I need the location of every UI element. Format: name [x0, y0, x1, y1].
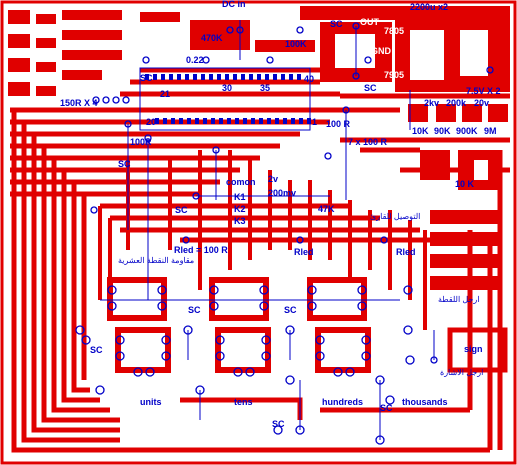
label-pin-35: 35 [260, 83, 271, 93]
label-arabic-sign: ارجل الاشارة [440, 368, 484, 377]
label-sc-1: SC [140, 73, 153, 83]
label-out: OUT [360, 17, 379, 27]
label-rled-main: Rled = 100 R [174, 245, 228, 255]
label-k3: K3 [234, 216, 246, 226]
label-comon: comon [226, 177, 256, 187]
label-10k-right: 10 K [455, 179, 475, 189]
label-arabic-dot: ارجل اللقطة [438, 295, 480, 304]
label-k2: K2 [234, 204, 246, 214]
label-7x100r: 7 x 100 R [348, 137, 388, 147]
label-20v: 20v [474, 98, 490, 108]
seven-seg-sign [447, 327, 508, 373]
label-90k: 90K [434, 126, 451, 136]
label-hundreds: hundreds [322, 397, 364, 407]
label-rled-2: Rled [294, 247, 314, 257]
label-100k: 100K [285, 39, 307, 49]
label-thousands: thousands [402, 397, 448, 407]
label-sc-8: SC [284, 305, 297, 315]
label-k1: K1 [234, 192, 246, 202]
label-470k: 470K [201, 33, 223, 43]
label-dc-in: DC in [222, 0, 246, 9]
jumper-links [100, 20, 435, 440]
label-tens: tens [234, 397, 253, 407]
label-sc-6: SC [90, 345, 103, 355]
ic-pin-row-bottom [155, 118, 311, 124]
label-sc-4: SC [118, 159, 131, 169]
label-900k: 900K [456, 126, 478, 136]
seven-seg-units [107, 277, 171, 373]
label-7805: 7805 [384, 26, 405, 36]
seven-seg-hundreds [307, 277, 371, 373]
label-7-5v: 7.5V X 2 [466, 86, 501, 96]
label-200k: 200k [446, 98, 467, 108]
ic-to-digit-traces [98, 150, 427, 330]
label-pin-1: 1 [312, 117, 318, 127]
range-resistor-pads [408, 104, 508, 290]
label-sc-3: SC [364, 83, 377, 93]
label-sign: sign [464, 344, 483, 354]
label-7905: 7905 [384, 70, 405, 80]
label-100r-a: 100R [130, 137, 152, 147]
top-left-pads [8, 10, 122, 96]
label-sc-9: SC [380, 403, 393, 413]
label-pin-21: 21 [160, 89, 171, 99]
label-arabic-dp: مقاومة النقطة العشرية [118, 256, 195, 265]
label-150r: 150R X 4 [60, 98, 98, 108]
label-pin-40: 40 [304, 74, 315, 84]
seven-seg-tens [209, 277, 271, 373]
label-sc-10: SC [272, 419, 285, 429]
label-gnd: GND [371, 46, 391, 56]
label-units: units [140, 397, 162, 407]
label-9m: 9M [484, 126, 497, 136]
label-2200u: 2200u x2 [410, 2, 449, 12]
label-pin-30: 30 [222, 83, 233, 93]
label-2kv: 2kv [424, 98, 440, 108]
label-sc-5: SC [175, 205, 188, 215]
label-100r-b: 100 R [326, 119, 351, 129]
label-47k: 47K [318, 204, 335, 214]
label-arabic-reader: التوصيل للقارئ [370, 212, 421, 221]
ic-outline [139, 67, 311, 131]
label-2v: 2v [268, 174, 279, 184]
label-sc-2: SC [330, 19, 343, 29]
label-200mv: 200mv [268, 188, 297, 198]
label-rled-3: Rled [396, 247, 416, 257]
label-10k: 10K [412, 126, 429, 136]
label-022: 0.22 [186, 55, 204, 65]
segment-pads [75, 285, 415, 445]
label-sc-7: SC [188, 305, 201, 315]
ic-pin-row-top [145, 74, 301, 80]
misc-pads [90, 22, 494, 364]
label-pin-20: 20 [146, 117, 157, 127]
